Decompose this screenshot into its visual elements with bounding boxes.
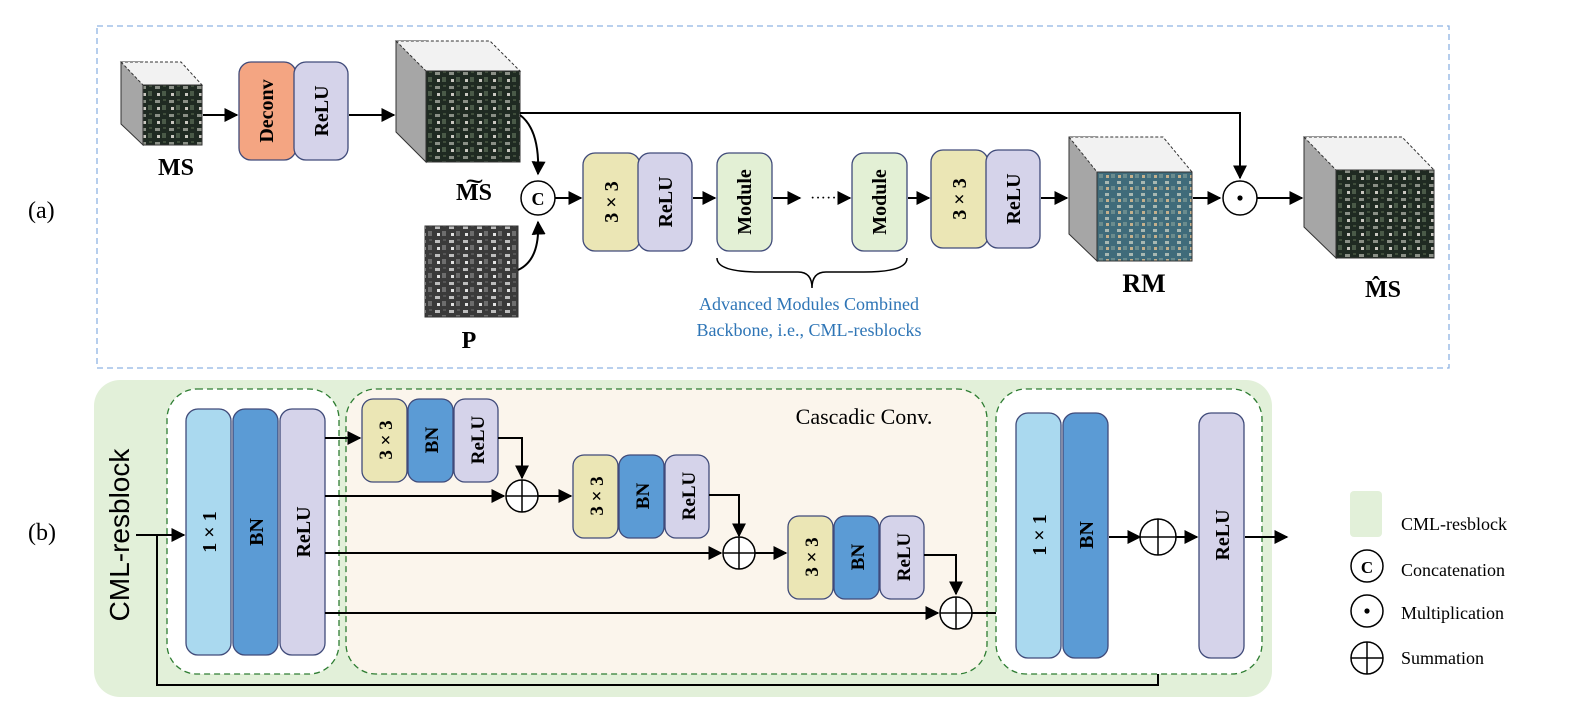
bn-label-b4: BN <box>848 544 869 571</box>
conv3x3-label-a1: 3 × 3 <box>601 181 623 222</box>
relu-block-b5 <box>1198 412 1245 659</box>
ms-label: MS <box>158 155 194 181</box>
panel-b-label: (b) <box>28 520 56 546</box>
module-caption-line2: Backbone, i.e., CML-resblocks <box>697 320 922 340</box>
relu-block-b2 <box>453 398 499 483</box>
conv1x1-block-b1 <box>185 408 232 656</box>
relu-label-b1: ReLU <box>293 506 315 557</box>
conv1x1-label-b1: 1 × 1 <box>199 511 221 552</box>
rm-cube <box>1067 136 1194 263</box>
legend-multiply-dot <box>1364 608 1370 614</box>
sum-node-2 <box>722 536 756 570</box>
legend-concat-symbol: C <box>1361 558 1373 577</box>
p-label: P <box>462 328 477 354</box>
ms-input-cube <box>119 61 204 147</box>
pan-image <box>424 225 519 318</box>
relu-label-b2: ReLU <box>468 415 489 464</box>
relu-block-b3 <box>664 454 710 539</box>
bn-block-b5 <box>1062 412 1109 659</box>
conv3x3-label-a2: 3 × 3 <box>949 178 971 219</box>
module-brace <box>716 257 908 289</box>
panel-a-label: (a) <box>28 198 55 224</box>
relu-block-a1 <box>293 61 349 161</box>
conv1x1-block-b2 <box>1015 412 1062 659</box>
conv3x3-label-b1: 3 × 3 <box>376 420 397 459</box>
conv1x1-label-b2: 1 × 1 <box>1029 514 1051 555</box>
legend-sum-icon <box>1350 641 1384 675</box>
relu-block-a3 <box>985 149 1041 249</box>
legend-concat-icon <box>1350 549 1384 583</box>
conv3x3-label-b3: 3 × 3 <box>802 537 823 576</box>
cascadic-label: Cascadic Conv. <box>796 404 933 429</box>
conv3x3-block-b3 <box>787 515 834 600</box>
ms-hat-output-cube <box>1302 136 1436 260</box>
legend-cml-swatch <box>1350 491 1382 537</box>
conv3x3-label-b2: 3 × 3 <box>587 476 608 515</box>
conv3x3-block-b1 <box>361 398 408 483</box>
bn-block-b2 <box>407 398 454 483</box>
multiply-dot <box>1237 195 1243 201</box>
legend-concat-label: Concatenation <box>1401 560 1505 580</box>
module-label-2: Module <box>869 169 891 235</box>
bn-label-b5: BN <box>1076 521 1098 549</box>
ms-hat-label: M̂S <box>1365 276 1401 303</box>
relu-label-b4: ReLU <box>894 532 915 581</box>
relu-label-b5: ReLU <box>1212 509 1234 560</box>
relu-label-a2: ReLU <box>655 176 677 227</box>
ms-upsampled-cube <box>394 40 522 164</box>
concat-symbol: C <box>532 189 545 209</box>
sum-node-1 <box>505 479 539 513</box>
legend-multiply-label: Multiplication <box>1401 603 1504 623</box>
conv3x3-block-b2 <box>572 454 619 539</box>
relu-block-b1 <box>279 408 326 656</box>
module-block-2 <box>851 152 908 252</box>
ms-tilde-label: M͠S <box>456 180 492 206</box>
cml-side-label: CML-resblock <box>104 448 135 622</box>
sum-node-4 <box>1139 518 1177 556</box>
bn-label-b1: BN <box>246 518 268 546</box>
legend-cml-label: CML-resblock <box>1401 514 1507 534</box>
module-caption-line1: Advanced Modules Combined <box>699 294 919 314</box>
bn-label-b3: BN <box>633 483 654 510</box>
bn-block-b3 <box>618 454 665 539</box>
relu-label-a3: ReLU <box>1003 173 1025 224</box>
legend-sum-label: Summation <box>1401 648 1484 668</box>
module-label-1: Module <box>734 169 756 235</box>
bn-block-b1 <box>232 408 279 656</box>
bn-block-b4 <box>833 515 880 600</box>
relu-block-a2 <box>637 152 693 252</box>
relu-block-b4 <box>879 515 925 600</box>
module-block-1 <box>716 152 773 252</box>
ellipsis-dots: ······ <box>810 190 842 207</box>
deconv-label: Deconv <box>256 79 278 142</box>
relu-label-a1: ReLU <box>311 85 333 136</box>
relu-label-b3: ReLU <box>679 471 700 520</box>
sum-node-3 <box>939 596 973 630</box>
rm-label: RM <box>1122 269 1165 298</box>
bn-label-b2: BN <box>422 427 443 454</box>
panel-a-border <box>96 25 1450 369</box>
